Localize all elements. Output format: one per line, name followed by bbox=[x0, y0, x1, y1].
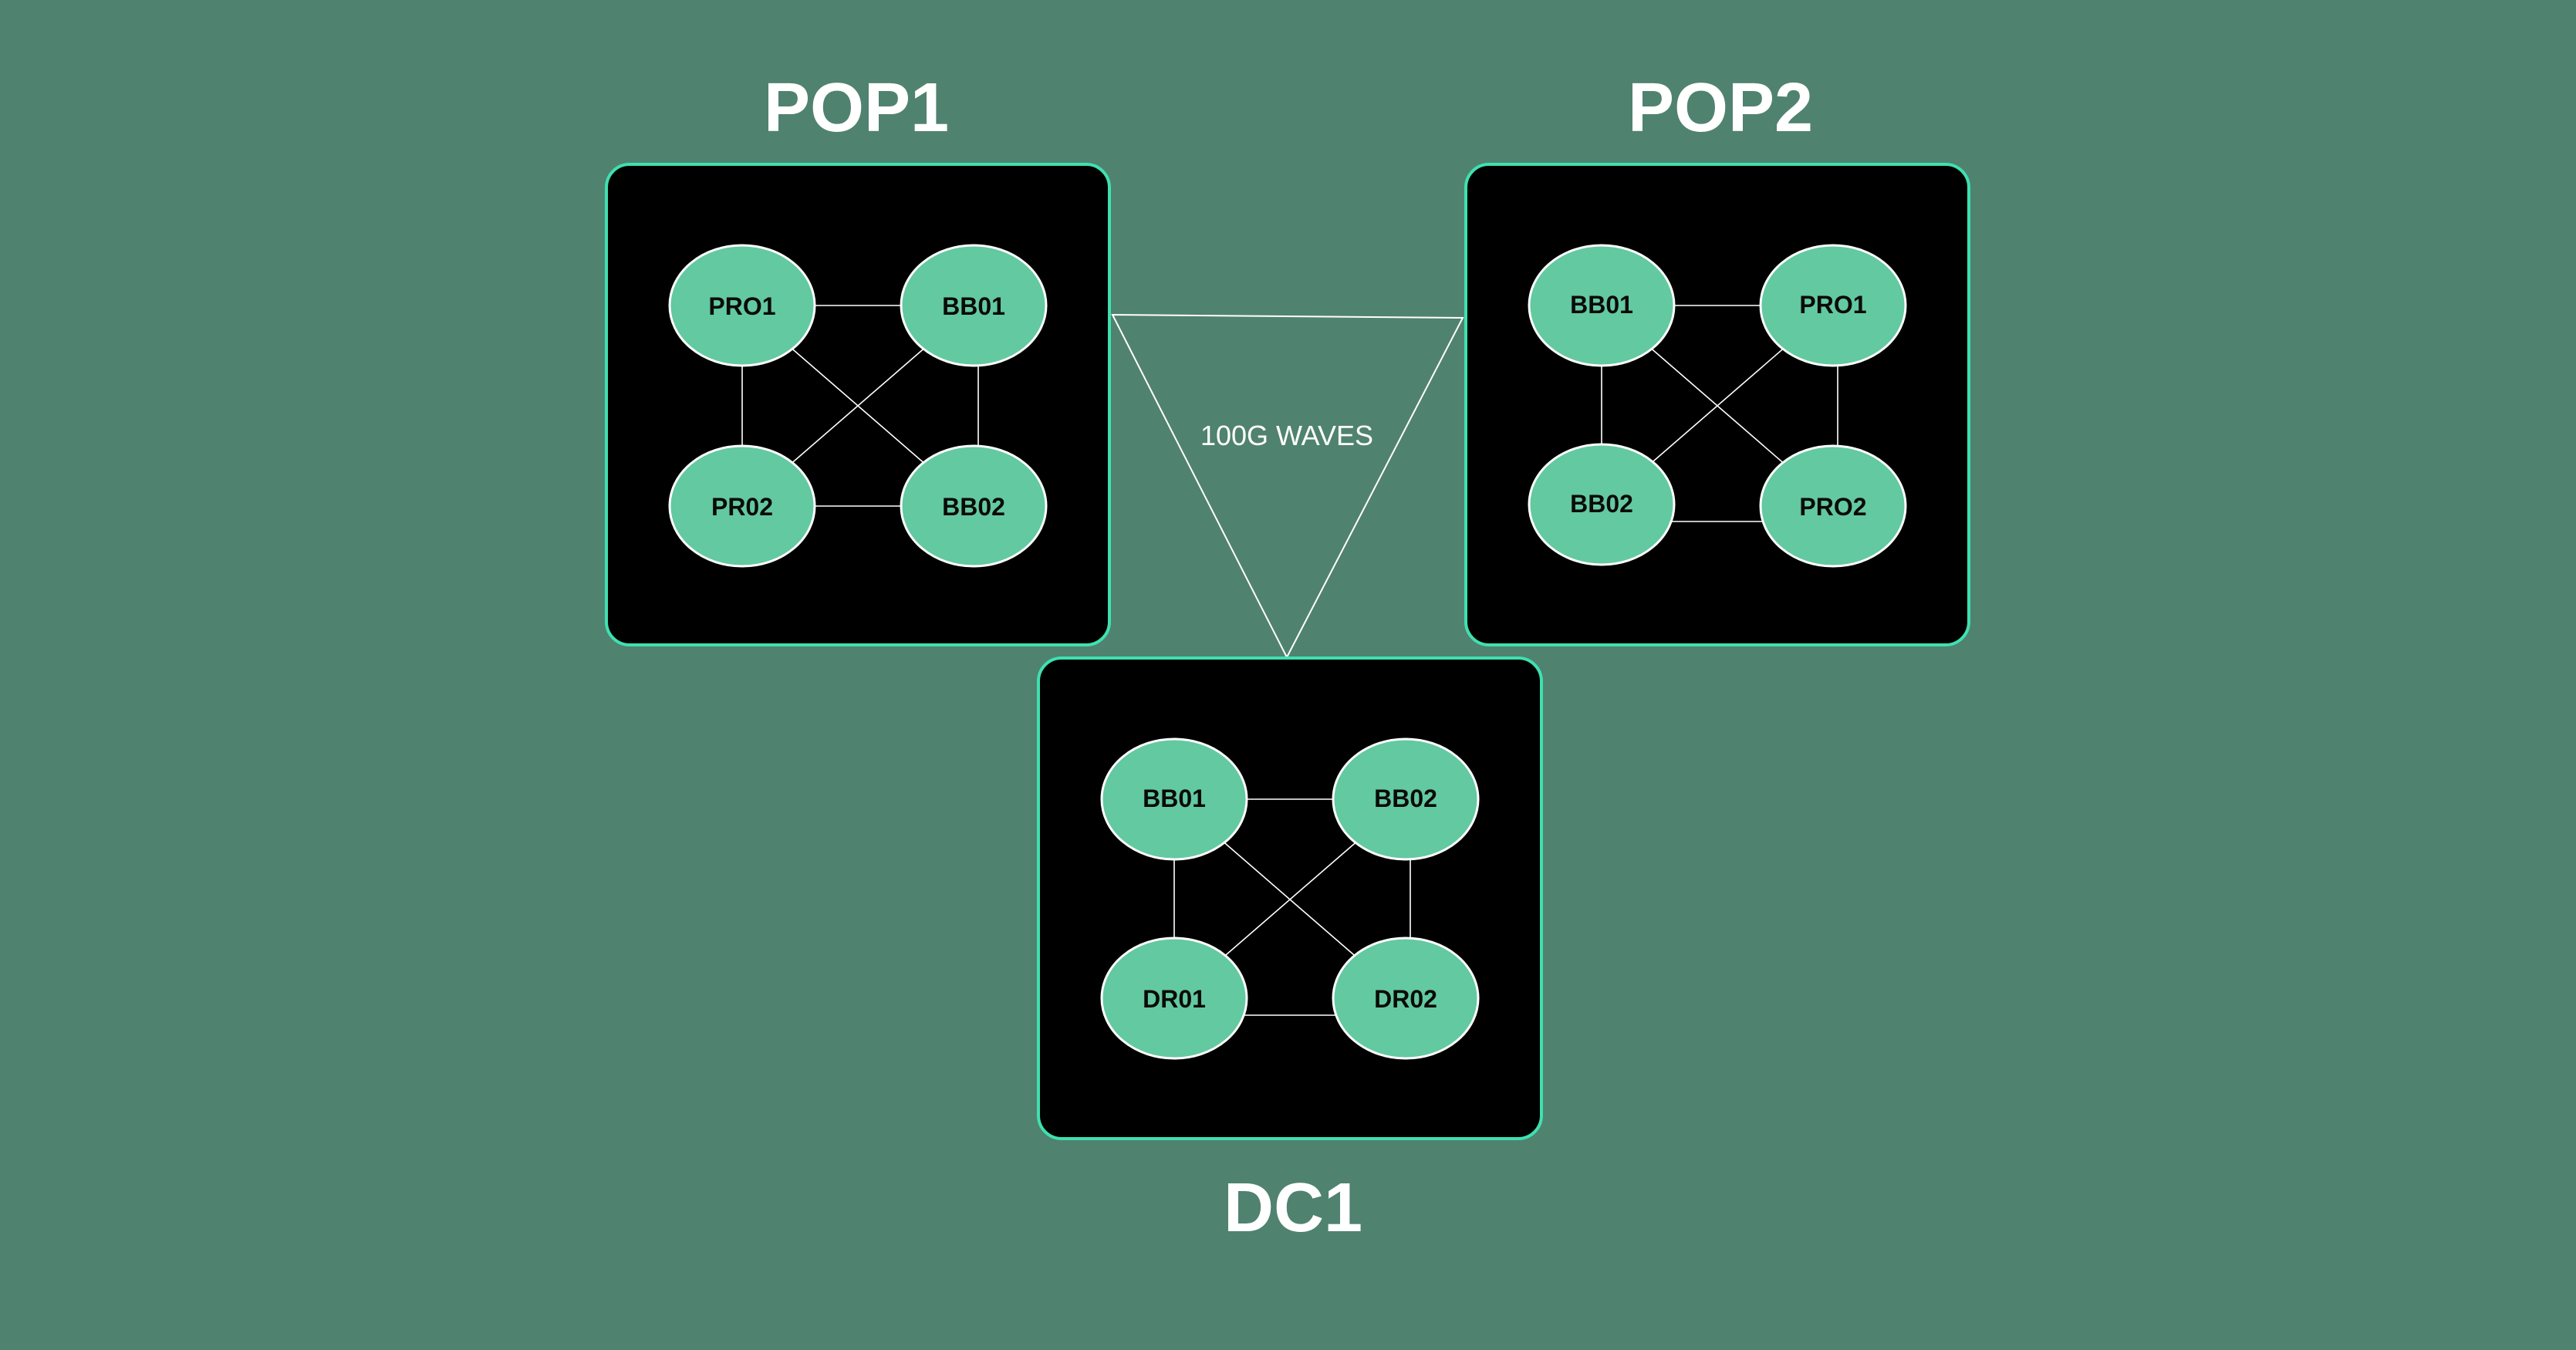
router-node[interactable]: PRO1 bbox=[668, 244, 816, 367]
node-shape bbox=[900, 444, 1048, 568]
router-node[interactable]: BB01 bbox=[1100, 737, 1248, 861]
node-label: DR01 bbox=[1143, 985, 1206, 1013]
node-shape bbox=[1759, 244, 1907, 367]
router-node[interactable]: PRO1 bbox=[1759, 244, 1907, 367]
site-box-dc1 bbox=[1037, 656, 1543, 1140]
site-title-dc1: DC1 bbox=[1224, 1169, 1362, 1247]
router-node[interactable]: PRO2 bbox=[1759, 444, 1907, 568]
router-node[interactable]: BB02 bbox=[1332, 737, 1480, 861]
wan-link: 100G WAVES bbox=[1111, 313, 1464, 660]
site-title-pop2: POP2 bbox=[1628, 69, 1813, 147]
site-box-pop1 bbox=[605, 163, 1111, 646]
node-shape bbox=[1100, 937, 1248, 1060]
node-label: DR02 bbox=[1374, 985, 1437, 1013]
node-label: PRO2 bbox=[1799, 493, 1866, 521]
router-node[interactable]: DR01 bbox=[1100, 937, 1248, 1060]
site-box-pop2 bbox=[1464, 163, 1970, 646]
node-shape bbox=[1100, 737, 1248, 861]
node-shape bbox=[668, 244, 816, 367]
wan-link-label: 100G WAVES bbox=[1200, 420, 1373, 451]
router-node[interactable]: DR02 bbox=[1332, 937, 1480, 1060]
node-label: BB02 bbox=[942, 493, 1005, 521]
router-node[interactable]: BB02 bbox=[900, 444, 1048, 568]
node-shape bbox=[900, 244, 1048, 367]
site-pop2: POP2 BB01 PRO1 BB02 PRO2 bbox=[1464, 69, 1970, 646]
node-label: BB01 bbox=[942, 292, 1005, 320]
node-shape bbox=[1759, 444, 1907, 568]
node-label: PR02 bbox=[711, 493, 773, 521]
wan-triangle bbox=[1111, 313, 1464, 660]
node-label: BB02 bbox=[1570, 490, 1633, 518]
node-label: PRO1 bbox=[1799, 291, 1866, 319]
node-label: BB01 bbox=[1143, 785, 1206, 812]
node-label: PRO1 bbox=[708, 292, 775, 320]
site-dc1: BB01 BB02 DR01 DR02 DC1 bbox=[1037, 656, 1543, 1247]
site-title-pop1: POP1 bbox=[764, 69, 949, 147]
node-label: BB01 bbox=[1570, 291, 1633, 319]
node-label: BB02 bbox=[1374, 785, 1437, 812]
node-shape bbox=[1332, 737, 1480, 861]
router-node[interactable]: BB01 bbox=[900, 244, 1048, 367]
node-shape bbox=[668, 444, 816, 568]
router-node[interactable]: BB02 bbox=[1528, 443, 1676, 566]
router-node[interactable]: BB01 bbox=[1528, 244, 1676, 367]
node-shape bbox=[1332, 937, 1480, 1060]
node-shape bbox=[1528, 244, 1676, 367]
node-shape bbox=[1528, 443, 1676, 566]
site-pop1: POP1 PRO1 BB01 PR02 BB02 bbox=[605, 69, 1111, 646]
router-node[interactable]: PR02 bbox=[668, 444, 816, 568]
